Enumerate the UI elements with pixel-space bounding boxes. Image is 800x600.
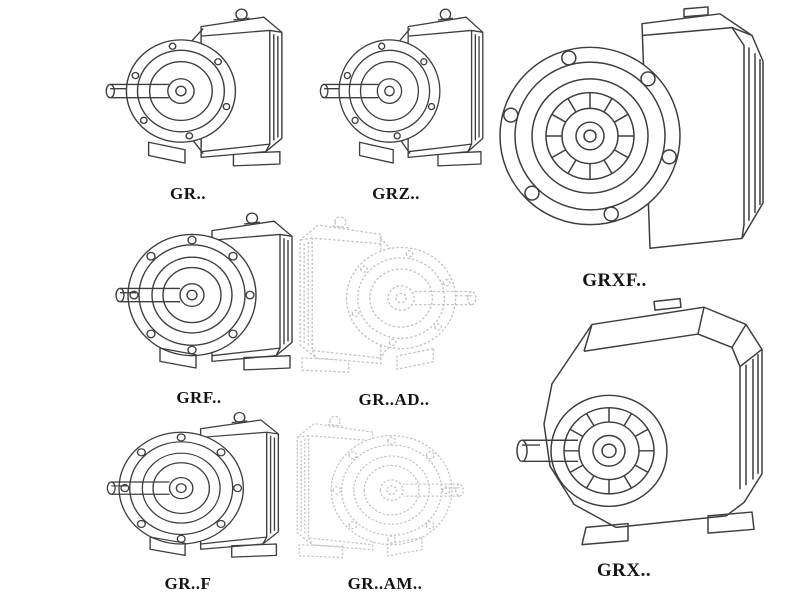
- figure-gr-am: GR..AM..: [286, 410, 484, 594]
- figure-grx: GRX..: [494, 290, 794, 582]
- figure-label-grxf: GRXF..: [582, 270, 647, 291]
- figure-label-grx: GRX..: [596, 560, 652, 581]
- figure-label-gr-am: GR..AM..: [347, 574, 423, 593]
- figure-label-gr: GR..: [170, 184, 206, 203]
- gearbox-drawing-grxf-icon: [492, 2, 792, 268]
- gearbox-drawing-gr-ad-icon: [288, 210, 500, 388]
- figure-label-grz: GRZ..: [372, 184, 420, 203]
- figure-label-gr-f: GR..F: [164, 574, 212, 593]
- gearbox-drawing-gr-icon: [82, 2, 294, 182]
- gearbox-drawing-grf-icon: [94, 206, 304, 386]
- gearbox-drawing-grz-icon: [298, 2, 494, 182]
- gearbox-drawing-gr-am-icon: [286, 410, 484, 572]
- figure-label-grf: GRF..: [176, 388, 222, 407]
- gearbox-drawing-grx-icon: [494, 290, 794, 558]
- figure-label-gr-ad: GR..AD..: [358, 390, 430, 409]
- figure-gr: GR..: [82, 2, 294, 204]
- figure-grxf: GRXF..: [492, 2, 792, 292]
- figure-gr-ad: GR..AD..: [288, 210, 500, 410]
- figure-gr-f: GR..F: [86, 406, 290, 594]
- figure-grz: GRZ..: [298, 2, 494, 204]
- gearbox-drawing-gr-f-icon: [86, 406, 290, 572]
- figure-grf: GRF..: [94, 206, 304, 408]
